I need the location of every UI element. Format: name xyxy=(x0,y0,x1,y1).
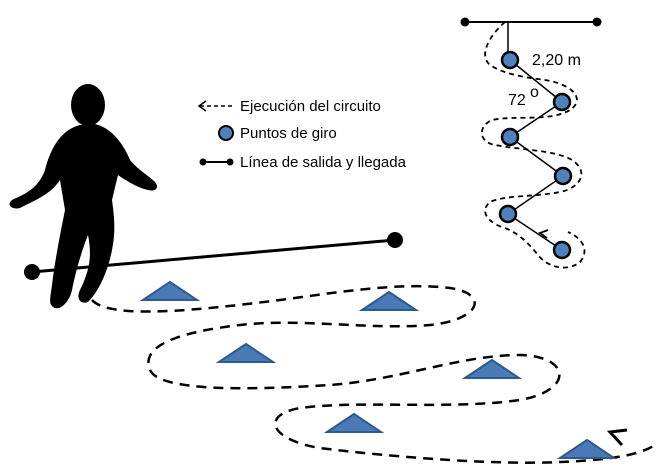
angle-unit-label: o xyxy=(530,84,539,101)
circuit-arrow-icon xyxy=(606,428,628,447)
legend-item-execution: Ejecución del circuito xyxy=(197,98,381,115)
inset-schematic: 2,20 m 72 o xyxy=(460,17,602,269)
turning-point-6 xyxy=(552,240,572,260)
inset-zigzag xyxy=(506,59,565,251)
legend-label-execution: Ejecución del circuito xyxy=(240,98,381,115)
inset-arrow-icon xyxy=(538,229,549,239)
circuit-path xyxy=(91,284,656,464)
distance-label: 2,20 m xyxy=(532,52,581,69)
cone-1 xyxy=(139,280,201,301)
turning-point-3 xyxy=(500,127,520,147)
player-silhouette xyxy=(9,84,158,309)
blue-dot-icon xyxy=(218,125,234,141)
legend-label-start-line: Línea de salida y llegada xyxy=(240,154,407,171)
turning-point-2 xyxy=(552,92,572,112)
dashed-arrow-icon xyxy=(197,100,207,112)
start-finish-line xyxy=(24,232,403,280)
legend: Ejecución del circuito Puntos de giro Lí… xyxy=(197,98,407,171)
legend-item-start-line: Línea de salida y llegada xyxy=(199,154,407,171)
legend-item-turning-points: Puntos de giro xyxy=(218,125,337,142)
cone-2 xyxy=(358,290,420,311)
cones xyxy=(139,280,618,459)
cone-4 xyxy=(461,358,523,379)
turning-point-4 xyxy=(553,166,573,186)
cone-6 xyxy=(556,438,618,459)
angle-label: 72 xyxy=(508,92,526,109)
cone-3 xyxy=(215,342,277,363)
cone-5 xyxy=(323,412,385,433)
line-with-dots-icon xyxy=(199,158,207,166)
legend-label-turning-points: Puntos de giro xyxy=(240,125,337,142)
turning-point-1 xyxy=(500,50,520,70)
turning-point-5 xyxy=(498,204,518,224)
inset-route-path xyxy=(480,21,586,269)
